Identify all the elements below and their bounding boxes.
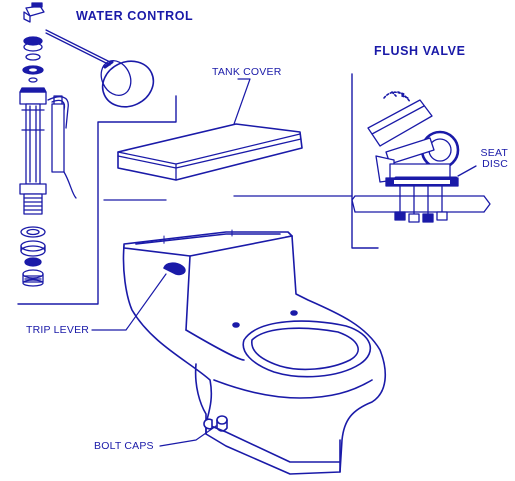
tank-cover-label: TANK COVER [212,66,282,78]
water-control-assembly [19,2,155,287]
seat-disc-label: SEAT DISC [470,148,508,170]
toilet-body [122,229,387,475]
flush-valve-assembly [351,91,491,223]
flush-valve-label: FLUSH VALVE [374,44,466,58]
water-control-label: WATER CONTROL [76,9,194,23]
water-control-bracket [17,95,177,305]
tank-cover [117,123,303,181]
float-ball [100,59,155,108]
seat-disc-label-line2: DISC [482,158,508,170]
trip-lever-label: TRIP LEVER [26,324,90,336]
bolt-caps-label: BOLT CAPS [94,440,154,452]
flush-valve-bracket [351,73,379,249]
seat-disc-label-line1: SEAT [480,147,508,159]
